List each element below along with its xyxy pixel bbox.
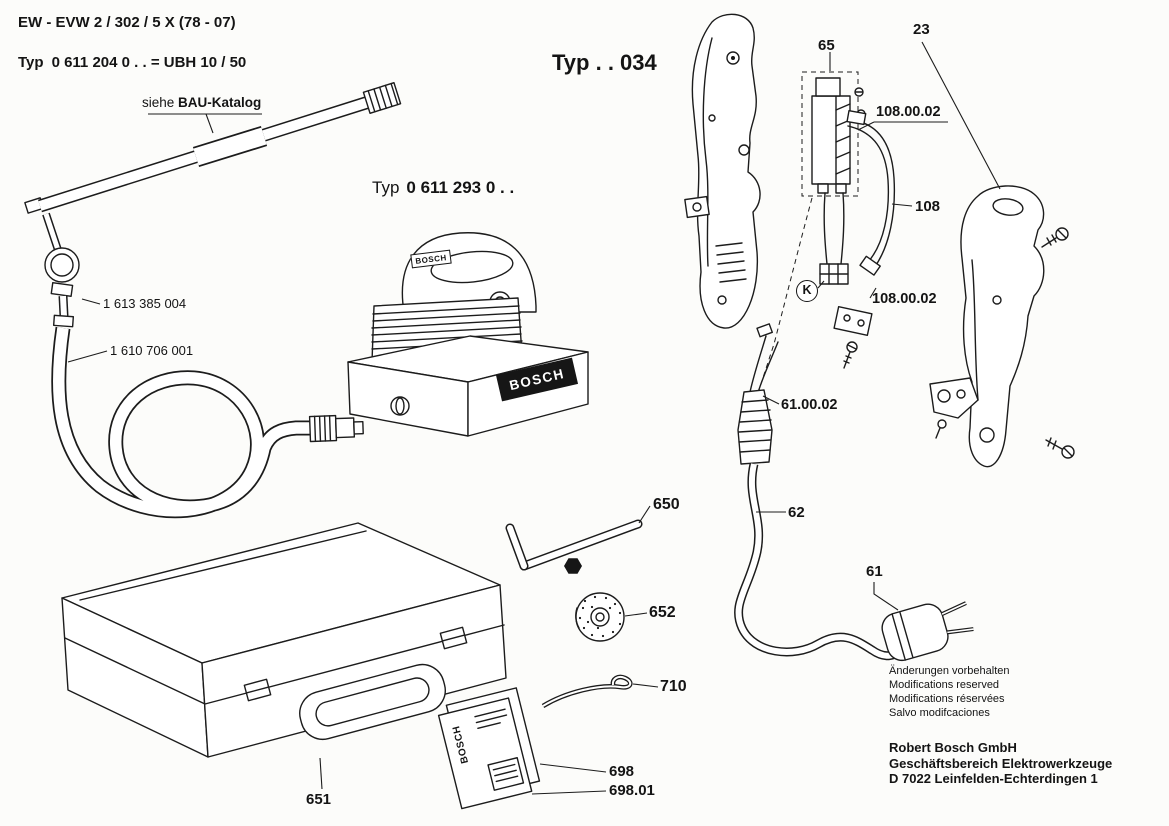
callout-698: 698 — [609, 763, 635, 780]
carrying-case-drawing — [61, 522, 507, 758]
instruction-leaflet-drawing — [437, 687, 541, 810]
flexible-shaft-drawing — [24, 81, 402, 214]
company-division: Geschäftsbereich Elektrowerkzeuge — [889, 755, 1113, 771]
company-address: D 7022 Leinfelden-Echterdingen 1 — [889, 771, 1098, 786]
callout-108-00-02-lower: 108.00.02 — [872, 291, 937, 307]
callout-108: 108 — [915, 198, 941, 215]
strain-relief-drawing — [737, 323, 779, 465]
footer-company: Robert Bosch GmbH Geschäftsbereich Elekt… — [889, 740, 1112, 787]
callout-61: 61 — [866, 563, 883, 580]
footer-notices: Änderungen vorbehalten Modifications res… — [889, 664, 1009, 720]
k-marker: K — [796, 280, 818, 302]
housing-left-half-drawing — [684, 13, 761, 329]
callout-650: 650 — [653, 496, 680, 513]
typ-label: Typ — [18, 54, 44, 71]
notice-fr: Modifications réservées — [889, 693, 1005, 705]
housing-right-half-drawing — [929, 185, 1075, 468]
leader-lines — [67, 41, 1001, 795]
motor-unit-drawing — [347, 232, 589, 437]
bau-katalog-label: siehe BAU-Katalog — [142, 95, 261, 111]
callout-698-01: 698.01 — [609, 782, 655, 799]
hex-key-drawing — [505, 519, 643, 574]
company-name: Robert Bosch GmbH — [889, 740, 1017, 755]
notice-en: Modifications reserved — [889, 679, 1000, 691]
spring-hook-drawing — [541, 674, 633, 708]
construction-lines — [758, 197, 813, 391]
notice-de: Änderungen vorbehalten — [889, 665, 1010, 677]
typ-034-label: Typ . . 034 — [552, 50, 657, 75]
hose-assembly-drawing — [42, 212, 364, 519]
callout-652: 652 — [649, 604, 676, 621]
callout-23: 23 — [913, 21, 930, 38]
typ293-prefix: Typ — [372, 178, 400, 197]
callout-62: 62 — [788, 504, 805, 521]
callout-710: 710 — [660, 678, 687, 695]
part-number-hose: 1 610 706 001 — [110, 343, 194, 358]
doc-code: EW - EVW 2 / 302 / 5 X (78 - 07) — [18, 14, 236, 31]
type-number-line: Typ 0 611 204 0 . . = UBH 10 / 50 — [18, 54, 246, 71]
typ-value: 0 611 204 0 . . = UBH 10 / 50 — [51, 54, 247, 71]
wiring-drawing — [819, 109, 896, 369]
callout-65: 65 — [818, 37, 835, 54]
callout-651: 651 — [306, 791, 332, 808]
bau-bold: BAU-Katalog — [178, 95, 262, 110]
bau-prefix: siehe — [142, 95, 175, 110]
typ-293-label: Typ 0 611 293 0 . . — [372, 178, 514, 198]
roller-drawing — [575, 592, 625, 642]
callout-61-00-02: 61.00.02 — [781, 397, 838, 413]
notice-es: Salvo modifcaciones — [889, 707, 990, 719]
switch-assembly-drawing — [801, 71, 866, 197]
power-cord-drawing — [734, 462, 903, 661]
typ293-value: 0 611 293 0 . . — [406, 178, 515, 197]
callout-108-00-02-upper: 108.00.02 — [876, 104, 941, 120]
power-plug-drawing — [881, 601, 974, 662]
part-number-coupling: 1 613 385 004 — [103, 296, 187, 311]
